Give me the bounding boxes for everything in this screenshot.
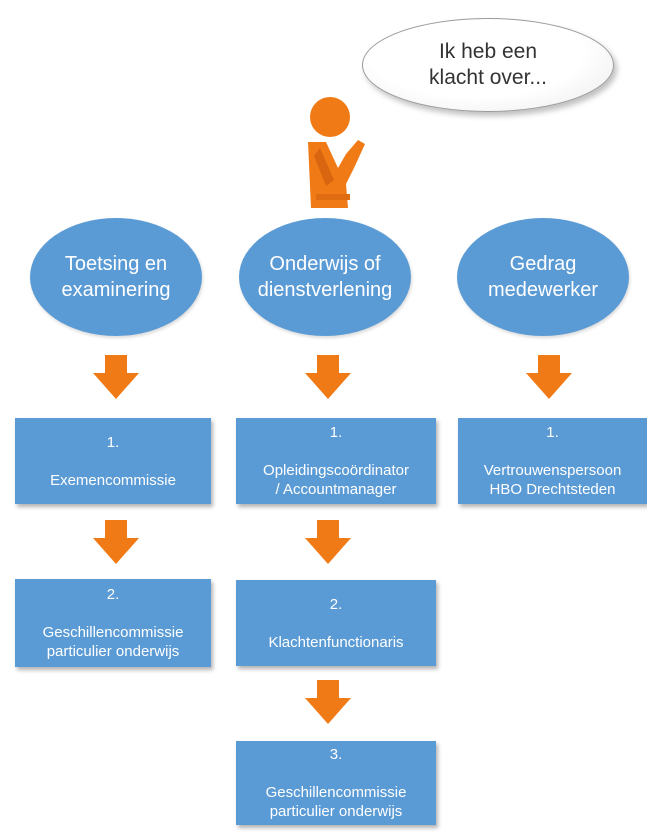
step-number: 1.	[106, 433, 120, 451]
arrow-down-icon	[305, 520, 351, 564]
step-label: Exemencommissie	[50, 471, 176, 489]
step-number: 2.	[329, 595, 343, 613]
step-label: Opleidingscoördinator / Accountmanager	[263, 462, 409, 498]
category-oval-gedrag: Gedrag medewerker	[457, 218, 629, 336]
step-box-examencommissie: 1. Exemencommissie	[15, 418, 211, 504]
arrow-down-icon	[526, 355, 572, 399]
step-number: 1.	[546, 424, 559, 441]
step-label: Vertrouwenspersoon HBO Drechtsteden	[483, 462, 622, 498]
arrow-down-icon	[305, 680, 351, 724]
step-box-vertrouwenspersoon: 1. Vertrouwenspersoon HBO Drechtsteden	[458, 418, 647, 504]
category-oval-onderwijs: Onderwijs of dienstverlening	[239, 218, 411, 336]
arrow-down-icon	[305, 355, 351, 399]
step-box-geschillencommissie: 2. Geschillencommissie particulier onder…	[15, 579, 211, 667]
step-label: Geschillencommissie particulier onderwij…	[42, 624, 184, 660]
category-oval-toetsing: Toetsing en examinering	[30, 218, 202, 336]
step-box-opleidingscoordinator: 1. Opleidingscoördinator / Accountmanage…	[236, 418, 436, 504]
step-number: 3.	[329, 746, 343, 763]
step-label: Geschillencommissie particulier onderwij…	[265, 784, 407, 820]
category-label: Onderwijs of dienstverlening	[257, 253, 393, 301]
thinking-person-icon	[308, 97, 365, 208]
category-label: Gedrag medewerker	[487, 253, 599, 301]
step-box-klachtenfunctionaris: 2. Klachtenfunctionaris	[236, 580, 436, 666]
step-number: 1.	[329, 424, 343, 441]
speech-bubble-text: Ik heb een klacht over...	[429, 40, 547, 89]
step-box-geschillencommissie: 3. Geschillencommissie particulier onder…	[236, 741, 436, 825]
arrow-down-icon	[93, 355, 139, 399]
step-label: Klachtenfunctionaris	[268, 633, 404, 651]
category-label: Toetsing en examinering	[61, 253, 171, 301]
arrow-down-icon	[93, 520, 139, 564]
speech-bubble: Ik heb een klacht over...	[362, 18, 614, 112]
step-number: 2.	[106, 586, 120, 603]
